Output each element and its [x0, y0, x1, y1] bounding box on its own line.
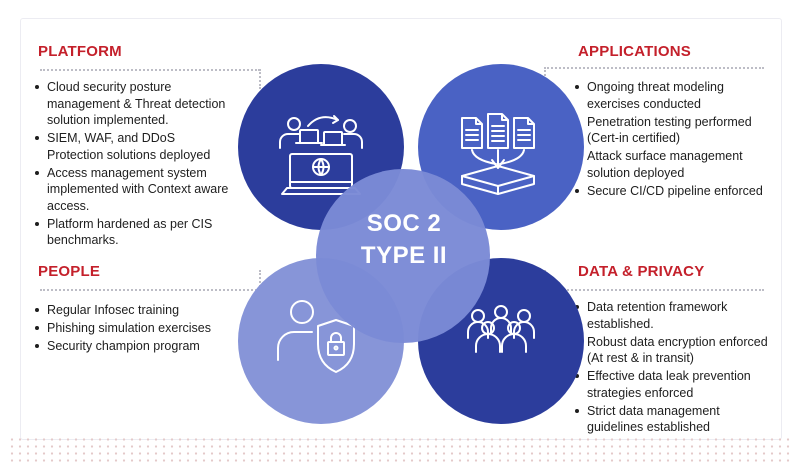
remote-work-desktop-icon	[279, 115, 363, 195]
data-privacy-heading: DATA & PRIVACY	[578, 263, 705, 280]
people-connector-rise	[259, 270, 261, 290]
list-item: Platform hardened as per CIS benchmarks.	[34, 216, 264, 249]
list-item: Regular Infosec training	[34, 302, 264, 319]
center-line-1: SOC 2	[366, 210, 442, 237]
list-item: Effective data leak prevention strategie…	[574, 368, 789, 401]
applications-list: Ongoing threat modeling exercises conduc…	[574, 79, 784, 201]
data-privacy-list: Data retention framework established. Ro…	[574, 299, 789, 437]
applications-heading: APPLICATIONS	[578, 43, 691, 60]
decorative-dot-pattern	[8, 436, 792, 464]
list-item: SIEM, WAF, and DDoS Protection solutions…	[34, 130, 264, 163]
data-privacy-connector-line	[544, 289, 764, 291]
platform-connector-drop	[259, 69, 261, 89]
list-item: Attack surface management solution deplo…	[574, 148, 784, 181]
platform-heading: PLATFORM	[38, 43, 122, 60]
people-list: Regular Infosec training Phishing simula…	[34, 302, 264, 356]
people-connector-line	[40, 289, 260, 291]
list-item: Access management system implemented wit…	[34, 165, 264, 215]
list-item: Robust data encryption enforced (At rest…	[574, 334, 789, 367]
list-item: Ongoing threat modeling exercises conduc…	[574, 79, 784, 112]
platform-list: Cloud security posture management & Thre…	[34, 79, 264, 250]
people-heading: PEOPLE	[38, 263, 101, 280]
applications-connector-line	[544, 67, 764, 69]
soc2-center-label: SOC 2 TYPE II	[330, 208, 478, 272]
list-item: Phishing simulation exercises	[34, 320, 264, 337]
center-line-2: TYPE II	[360, 242, 448, 269]
list-item: Secure CI/CD pipeline enforced	[574, 183, 784, 200]
list-item: Data retention framework established.	[574, 299, 789, 332]
list-item: Cloud security posture management & Thre…	[34, 79, 264, 129]
list-item: Strict data management guidelines establ…	[574, 403, 789, 436]
list-item: Penetration testing performed (Cert-in c…	[574, 114, 784, 147]
documents-to-tray-icon	[461, 113, 535, 195]
soc2-center-circle	[316, 169, 490, 343]
list-item: Security champion program	[34, 338, 264, 355]
people-group-icon	[467, 305, 535, 353]
user-shield-lock-icon	[277, 300, 355, 373]
platform-connector-line	[40, 69, 260, 71]
